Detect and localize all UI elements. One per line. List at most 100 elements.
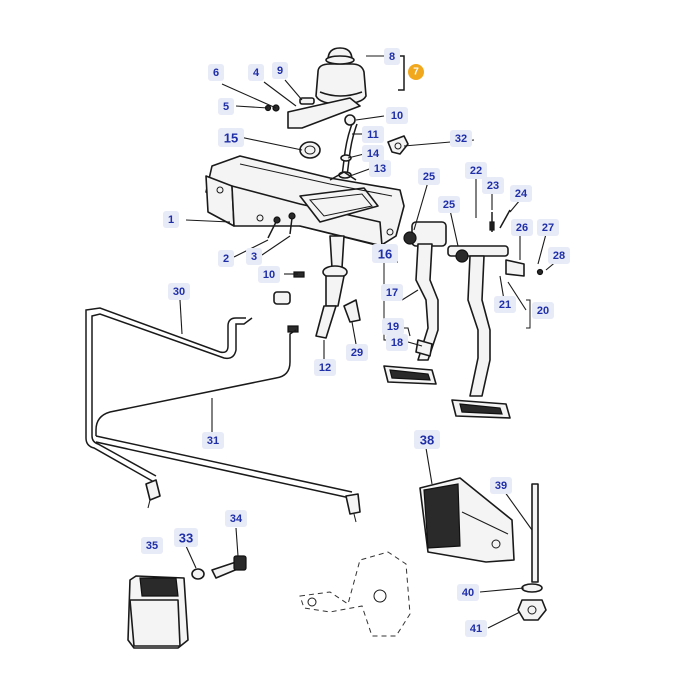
steering-knuckle — [299, 551, 411, 637]
svg-text:22: 22 — [470, 165, 482, 177]
svg-text:35: 35 — [146, 540, 158, 552]
callout-34: 34 — [225, 510, 247, 527]
svg-text:16: 16 — [378, 247, 392, 262]
svg-text:26: 26 — [516, 222, 528, 234]
callout-23: 23 — [482, 177, 504, 194]
callout-38: 38 — [414, 430, 440, 449]
callout-3: 3 — [246, 248, 262, 265]
callout-10a: 10 — [386, 107, 408, 124]
svg-text:25: 25 — [443, 199, 455, 211]
callout-25a: 25 — [418, 168, 440, 185]
frame-bolts — [267, 212, 296, 239]
clutch-pedal — [383, 243, 439, 385]
svg-text:31: 31 — [207, 435, 219, 447]
callout-18: 18 — [386, 334, 408, 351]
svg-text:25: 25 — [423, 171, 435, 183]
brake-lines — [85, 307, 361, 523]
svg-text:40: 40 — [462, 587, 474, 599]
svg-text:23: 23 — [487, 180, 499, 192]
callout-31: 31 — [202, 432, 224, 449]
callout-16: 16 — [372, 244, 398, 263]
callout-4: 4 — [248, 64, 264, 81]
svg-text:28: 28 — [553, 250, 565, 262]
svg-text:29: 29 — [351, 347, 363, 359]
master-cylinder — [273, 235, 361, 339]
svg-text:38: 38 — [420, 433, 434, 448]
brake-pedal — [451, 255, 511, 419]
svg-text:27: 27 — [542, 222, 554, 234]
callout-1: 1 — [163, 211, 179, 228]
svg-text:5: 5 — [223, 101, 229, 113]
svg-text:18: 18 — [391, 337, 403, 349]
callout-13: 13 — [369, 160, 391, 177]
svg-text:15: 15 — [224, 131, 238, 146]
leader-lines — [179, 55, 559, 629]
callout-5: 5 — [218, 98, 234, 115]
callout-14: 14 — [362, 145, 384, 162]
callout-21: 21 — [494, 296, 516, 313]
callout-2: 2 — [218, 250, 234, 267]
svg-text:33: 33 — [179, 531, 193, 546]
callout-12: 12 — [314, 359, 336, 376]
highlight-badge-7: 7 — [408, 64, 424, 80]
callout-32: 32 — [450, 130, 472, 147]
callout-25b: 25 — [438, 196, 460, 213]
svg-text:41: 41 — [470, 623, 482, 635]
support-block — [127, 575, 189, 649]
callout-17: 17 — [381, 284, 403, 301]
svg-text:30: 30 — [173, 286, 185, 298]
callout-27: 27 — [537, 219, 559, 236]
reservoir-hose — [338, 123, 358, 179]
mounting-bracket — [264, 97, 361, 129]
svg-text:6: 6 — [213, 67, 219, 79]
svg-text:34: 34 — [230, 513, 243, 525]
callout-11: 11 — [362, 126, 384, 143]
callout-28: 28 — [548, 247, 570, 264]
callout-15: 15 — [218, 128, 244, 147]
svg-text:21: 21 — [499, 299, 511, 311]
callout-33: 33 — [174, 528, 198, 547]
svg-text:7: 7 — [413, 67, 419, 78]
callout-40: 40 — [457, 584, 479, 601]
callout-6: 6 — [208, 64, 224, 81]
svg-text:19: 19 — [387, 321, 399, 333]
callout-10b: 10 — [258, 266, 280, 283]
svg-text:8: 8 — [389, 51, 395, 63]
callout-labels: 1 2 3 4 5 6 8 9 10 10 11 12 13 14 15 16 … — [141, 48, 570, 637]
pedal-support-frame — [205, 155, 405, 247]
callout-29: 29 — [346, 344, 368, 361]
hose-clip — [387, 135, 409, 155]
callout-39: 39 — [490, 477, 512, 494]
svg-text:2: 2 — [223, 253, 229, 265]
grommet — [299, 141, 321, 159]
svg-text:10: 10 — [391, 110, 403, 122]
callout-22: 22 — [465, 162, 487, 179]
svg-text:9: 9 — [277, 65, 283, 77]
mounting-pad — [419, 477, 515, 563]
svg-text:24: 24 — [515, 188, 528, 200]
svg-text:12: 12 — [319, 362, 331, 374]
callout-20: 20 — [532, 302, 554, 319]
callout-41: 41 — [465, 620, 487, 637]
callout-19: 19 — [382, 318, 404, 335]
callout-9: 9 — [272, 62, 288, 79]
svg-text:32: 32 — [455, 133, 467, 145]
callout-35: 35 — [141, 537, 163, 554]
svg-text:17: 17 — [386, 287, 398, 299]
svg-text:3: 3 — [251, 251, 257, 263]
callout-30: 30 — [168, 283, 190, 300]
svg-text:4: 4 — [253, 67, 260, 79]
svg-text:10: 10 — [263, 269, 275, 281]
fluid-reservoir — [315, 47, 405, 105]
svg-text:1: 1 — [168, 214, 174, 226]
svg-text:39: 39 — [495, 480, 507, 492]
threaded-rod — [517, 483, 547, 621]
callout-8: 8 — [384, 48, 400, 65]
callout-26: 26 — [511, 219, 533, 236]
svg-text:14: 14 — [367, 148, 380, 160]
callout-24: 24 — [510, 185, 532, 202]
svg-text:11: 11 — [367, 129, 379, 141]
svg-text:13: 13 — [374, 163, 386, 175]
